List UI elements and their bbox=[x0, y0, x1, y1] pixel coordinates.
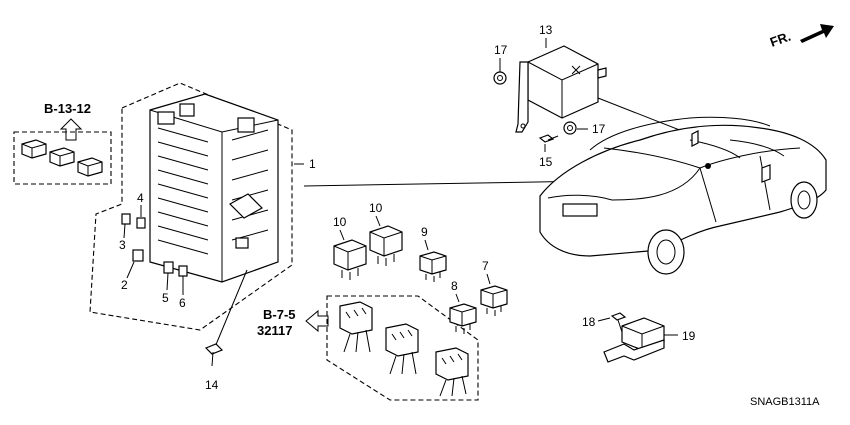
callout-17-b[interactable]: 17 bbox=[592, 122, 606, 136]
leader-line bbox=[375, 215, 381, 227]
callout-5[interactable]: 5 bbox=[162, 291, 169, 305]
bolt-icon bbox=[610, 312, 627, 333]
callout-8[interactable]: 8 bbox=[451, 279, 458, 293]
bolt-icon bbox=[538, 134, 559, 143]
ref-b-13-12[interactable]: B-13-12 bbox=[44, 101, 91, 116]
fuse-icon bbox=[163, 261, 174, 274]
direction-label: FR. bbox=[768, 29, 793, 50]
callout-3[interactable]: 3 bbox=[119, 238, 126, 252]
small-relay-icon bbox=[77, 157, 103, 177]
fuse-icon bbox=[178, 265, 188, 277]
relay-icon bbox=[480, 285, 508, 316]
small-relay-icon bbox=[49, 147, 75, 167]
relay-icon bbox=[419, 251, 447, 282]
callout-7[interactable]: 7 bbox=[482, 259, 489, 273]
relay-icon bbox=[369, 225, 403, 266]
ref-b-7-5[interactable]: B-7-5 bbox=[263, 307, 296, 322]
fuse-icon bbox=[132, 249, 144, 262]
ref-32117[interactable]: 32117 bbox=[257, 323, 292, 338]
callout-14[interactable]: 14 bbox=[205, 378, 219, 392]
relay-icon bbox=[449, 303, 477, 334]
car-icon bbox=[539, 116, 827, 275]
leader-line bbox=[424, 239, 429, 251]
leader-line bbox=[126, 261, 135, 279]
bolt-icon bbox=[204, 269, 248, 367]
callout-19[interactable]: 19 bbox=[682, 329, 696, 343]
callout-17-a[interactable]: 17 bbox=[494, 43, 508, 57]
leader-line bbox=[455, 293, 460, 303]
callout-10-a[interactable]: 10 bbox=[333, 215, 347, 229]
leader-line bbox=[597, 317, 611, 322]
connector-group-frame bbox=[326, 295, 479, 401]
callout-10-b[interactable]: 10 bbox=[369, 201, 383, 215]
leader-line bbox=[123, 223, 126, 239]
callout-15[interactable]: 15 bbox=[539, 155, 553, 169]
leader-line bbox=[166, 272, 169, 291]
fuse-box-icon bbox=[149, 93, 279, 283]
connector-icon bbox=[339, 301, 373, 353]
nut-icon bbox=[493, 71, 507, 85]
connector-icon bbox=[435, 347, 469, 397]
front-arrow-icon bbox=[800, 24, 834, 43]
callout-1[interactable]: 1 bbox=[309, 157, 316, 171]
diagram-code: SNAGB1311A bbox=[750, 396, 820, 408]
callout-9[interactable]: 9 bbox=[421, 225, 428, 239]
connector-icon bbox=[385, 323, 419, 375]
fuse-icon bbox=[121, 213, 131, 225]
callout-13[interactable]: 13 bbox=[539, 23, 553, 37]
leader-line bbox=[486, 273, 491, 285]
relay-icon bbox=[333, 239, 367, 280]
control-unit-icon bbox=[515, 45, 607, 133]
left-arrow-icon bbox=[305, 309, 329, 333]
callout-4[interactable]: 4 bbox=[137, 191, 144, 205]
callout-18[interactable]: 18 bbox=[582, 315, 596, 329]
leader-line bbox=[339, 229, 345, 241]
fuse-box-frame bbox=[89, 82, 293, 331]
nut-icon bbox=[563, 121, 577, 135]
relay-group-frame bbox=[13, 131, 112, 185]
callout-6[interactable]: 6 bbox=[179, 296, 186, 310]
up-arrow-icon bbox=[59, 118, 83, 141]
sensor-icon bbox=[603, 317, 665, 363]
small-relay-icon bbox=[21, 139, 47, 159]
fuse-icon bbox=[136, 217, 146, 229]
callout-2[interactable]: 2 bbox=[121, 278, 128, 292]
